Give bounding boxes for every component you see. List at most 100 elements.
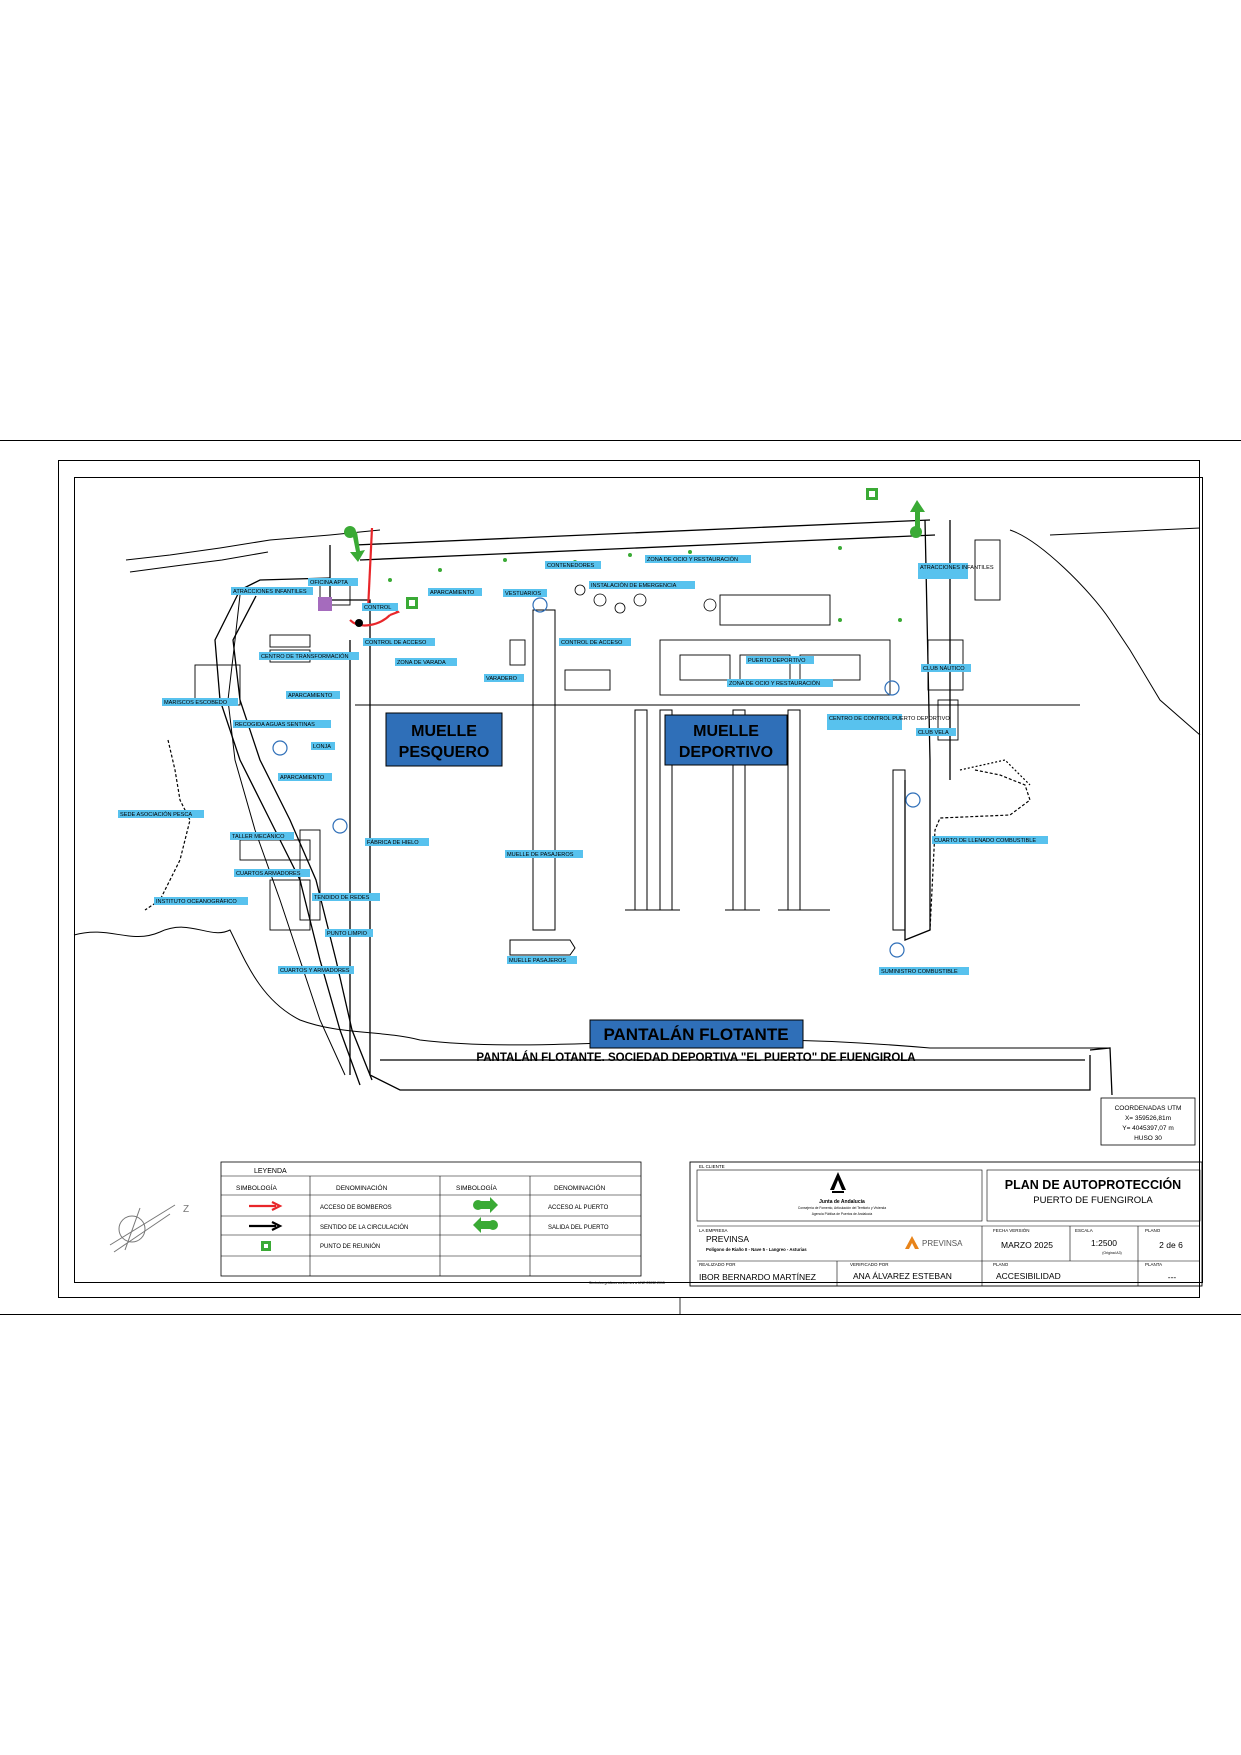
svg-text:APARCAMIENTO: APARCAMIENTO xyxy=(280,775,325,781)
svg-text:ESCALA: ESCALA xyxy=(1075,1228,1093,1233)
bottom-rule xyxy=(0,1314,1241,1315)
svg-text:(Original A3): (Original A3) xyxy=(1102,1251,1121,1255)
rock-armour xyxy=(144,739,1031,931)
area-muelle-deportivo: MUELLE DEPORTIVO xyxy=(664,714,788,766)
svg-text:APARCAMIENTO: APARCAMIENTO xyxy=(430,590,475,596)
svg-text:ACCESO DE BOMBEROS: ACCESO DE BOMBEROS xyxy=(320,1205,392,1211)
svg-text:PLANO: PLANO xyxy=(1145,1228,1161,1233)
svg-text:LEYENDA: LEYENDA xyxy=(254,1168,287,1175)
utm-coordinates: COORDENADAS UTM X= 359526,81m Y= 4045397… xyxy=(1100,1097,1196,1146)
svg-text:REALIZADO POR: REALIZADO POR xyxy=(699,1262,736,1267)
svg-text:CUARTOS ARMADORES: CUARTOS ARMADORES xyxy=(236,871,301,877)
svg-text:FÁBRICA DE HIELO: FÁBRICA DE HIELO xyxy=(367,839,419,846)
svg-text:CLUB VELA: CLUB VELA xyxy=(918,730,949,736)
svg-text:PREVINSA: PREVINSA xyxy=(706,1234,749,1244)
label-centro-control-puerto: CENTRO DE CONTROL PUERTO DEPORTIVO xyxy=(827,714,950,730)
svg-text:1:2500: 1:2500 xyxy=(1091,1238,1117,1248)
svg-text:CONTROL: CONTROL xyxy=(364,605,391,611)
trees xyxy=(574,584,717,614)
svg-text:CUARTOS Y ARMADORES: CUARTOS Y ARMADORES xyxy=(280,968,350,974)
svg-text:ACCESO AL PUERTO: ACCESO AL PUERTO xyxy=(548,1205,609,1211)
svg-text:CUARTO DE LLENADO COMBUSTIBLE: CUARTO DE LLENADO COMBUSTIBLE xyxy=(934,838,1036,844)
svg-text:PESQUERO: PESQUERO xyxy=(399,744,490,761)
svg-text:ACCESIBILIDAD: ACCESIBILIDAD xyxy=(996,1271,1061,1281)
label-control-acceso-center: CONTROL DE ACCESO xyxy=(559,638,631,646)
svg-text:MARZO 2025: MARZO 2025 xyxy=(1001,1240,1053,1250)
svg-text:MUELLE: MUELLE xyxy=(411,723,477,740)
label-varadero: VARADERO xyxy=(484,674,524,682)
label-lonja: LONJA xyxy=(311,742,335,750)
label-marisqueria: MARISCOS ESCOBEDO xyxy=(162,698,238,706)
svg-text:---: --- xyxy=(1168,1272,1177,1282)
circulation xyxy=(227,594,346,1076)
svg-text:PLANTA: PLANTA xyxy=(1145,1262,1162,1267)
svg-text:Polígono de Riaño II - Nave 5: Polígono de Riaño II - Nave 5 - Langreo … xyxy=(706,1247,807,1252)
svg-text:FECHA VERSIÓN: FECHA VERSIÓN xyxy=(993,1227,1030,1233)
svg-text:Y= 4045397,07 m: Y= 4045397,07 m xyxy=(1122,1125,1174,1132)
svg-text:DEPORTIVO: DEPORTIVO xyxy=(679,744,773,761)
label-aparcamiento-lower: APARCAMIENTO xyxy=(278,773,332,781)
label-atracciones-infantiles-right: ATRACCIONES INFANTILES xyxy=(918,563,994,579)
svg-text:EL CLIENTE: EL CLIENTE xyxy=(699,1164,725,1169)
previnsa-logo-icon xyxy=(905,1236,919,1249)
quay-outline xyxy=(214,519,1113,1096)
top-rule xyxy=(0,440,1241,441)
svg-text:OFICINA APTA: OFICINA APTA xyxy=(310,580,348,586)
svg-text:Agencia Pública de Puertos de: Agencia Pública de Puertos de Andalucía xyxy=(812,1212,873,1216)
svg-text:ANA ÁLVAREZ ESTEBAN: ANA ÁLVAREZ ESTEBAN xyxy=(853,1271,952,1281)
label-aparcamiento-left: APARCAMIENTO xyxy=(286,691,340,699)
svg-text:CONTROL DE ACCESO: CONTROL DE ACCESO xyxy=(365,640,427,646)
title-block: EL CLIENTE Junta de Andalucía Consejería… xyxy=(689,1161,1203,1287)
label-sede-asociacion: SEDE ASOCIACIÓN PESCA xyxy=(118,810,204,818)
label-club-nautico: CLUB NÁUTICO xyxy=(921,664,971,672)
svg-text:PUERTO DEPORTIVO: PUERTO DEPORTIVO xyxy=(748,658,806,664)
svg-text:SEDE ASOCIACIÓN PESCA: SEDE ASOCIACIÓN PESCA xyxy=(120,811,192,818)
label-taller-mecanico: TALLER MECÁNICO xyxy=(230,832,294,840)
svg-text:DENOMINACIÓN: DENOMINACIÓN xyxy=(554,1183,606,1192)
svg-text:Junta de Andalucía: Junta de Andalucía xyxy=(819,1199,865,1205)
area-pantalan-flotante: PANTALÁN FLOTANTE xyxy=(589,1019,804,1049)
label-contenedores: CONTENEDORES xyxy=(545,561,601,569)
svg-text:MARISCOS ESCOBEDO: MARISCOS ESCOBEDO xyxy=(164,700,228,706)
north-arrow-icon: Z xyxy=(109,1204,189,1253)
area-muelle-pesquero: MUELLE PESQUERO xyxy=(385,712,503,767)
svg-text:PREVINSA: PREVINSA xyxy=(922,1239,963,1248)
svg-text:CLUB NÁUTICO: CLUB NÁUTICO xyxy=(923,665,965,672)
label-puerto-deportivo: PUERTO DEPORTIVO xyxy=(746,656,814,664)
svg-text:VERIFICADO POR: VERIFICADO POR xyxy=(850,1262,889,1267)
svg-text:X= 359526,81m: X= 359526,81m xyxy=(1125,1115,1171,1122)
label-cuartos-armadores: CUARTOS ARMADORES xyxy=(234,869,310,877)
svg-text:TENDIDO DE REDES: TENDIDO DE REDES xyxy=(314,895,370,901)
svg-text:ATRACCIONES INFANTILES: ATRACCIONES INFANTILES xyxy=(233,589,307,595)
svg-text:SENTIDO DE LA CIRCULACIÓN: SENTIDO DE LA CIRCULACIÓN xyxy=(320,1224,408,1231)
label-oficina-apta: OFICINA APTA xyxy=(308,578,358,586)
svg-text:Z: Z xyxy=(183,1204,189,1215)
port-exit-arrow xyxy=(910,500,925,538)
oficina-building xyxy=(318,597,332,611)
svg-text:2 de 6: 2 de 6 xyxy=(1159,1240,1183,1250)
svg-text:VARADERO: VARADERO xyxy=(486,676,518,682)
svg-text:TALLER MECÁNICO: TALLER MECÁNICO xyxy=(232,833,285,840)
label-cuartos-armadores-2: CUARTOS Y ARMADORES xyxy=(278,966,354,974)
label-recogida-aguas: RECOGIDA AGUAS SENTINAS xyxy=(233,720,331,728)
label-vestuarios: VESTUARIOS xyxy=(503,589,547,597)
port-access-arrow xyxy=(344,526,365,562)
svg-text:ZONA DE VARADA: ZONA DE VARADA xyxy=(397,660,446,666)
label-control: CONTROL xyxy=(362,603,398,611)
svg-text:PUNTO DE REUNIÓN: PUNTO DE REUNIÓN xyxy=(320,1243,380,1250)
svg-text:HUSO 30: HUSO 30 xyxy=(1134,1135,1162,1142)
svg-text:VESTUARIOS: VESTUARIOS xyxy=(505,591,541,597)
label-fabrica-hielo: FÁBRICA DE HIELO xyxy=(365,838,429,846)
label-instalacion-emergencia: INSTALACIÓN DE EMERGENCIA xyxy=(589,581,695,589)
label-instituto: INSTITUTO OCEANOGRÁFICO xyxy=(154,897,248,905)
svg-text:INSTITUTO OCEANOGRÁFICO: INSTITUTO OCEANOGRÁFICO xyxy=(156,898,237,905)
svg-text:MUELLE DE PASAJEROS: MUELLE DE PASAJEROS xyxy=(507,852,574,858)
svg-text:Consejería de Fomento, Articul: Consejería de Fomento, Articulación del … xyxy=(798,1206,886,1210)
poi-circles xyxy=(272,597,921,958)
svg-text:CENTRO DE TRANSFORMACIÓN: CENTRO DE TRANSFORMACIÓN xyxy=(261,653,349,660)
svg-text:LONJA: LONJA xyxy=(313,744,331,750)
label-muelle-pesquero: MUELLE DE PASAJEROS xyxy=(505,850,583,858)
svg-text:CONTROL DE ACCESO: CONTROL DE ACCESO xyxy=(561,640,623,646)
sheet-border xyxy=(58,460,1200,1298)
svg-text:RECOGIDA AGUAS SENTINAS: RECOGIDA AGUAS SENTINAS xyxy=(235,722,315,728)
